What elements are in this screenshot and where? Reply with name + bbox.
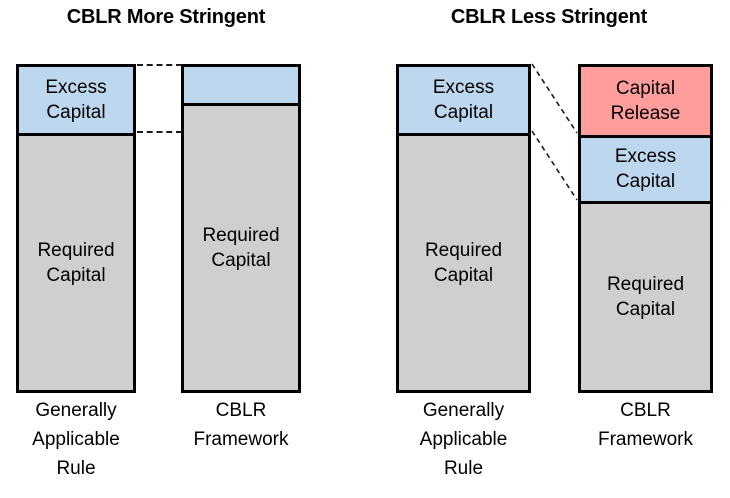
connector-excess-boundary-tie-line-more-stringent — [137, 131, 182, 133]
connector-group-less-stringent — [531, 63, 578, 201]
caption-cblr-framework-more-stringent: CBLR Framework — [193, 400, 289, 450]
segment-excess-capital: Excess Capital — [399, 67, 528, 133]
caption-generally-applicable-rule-less-stringent: Generally Applicable Rule — [419, 400, 508, 479]
panel-title-more-stringent: CBLR More Stringent — [66, 6, 266, 28]
segment-excess-capital: Excess Capital — [19, 67, 133, 133]
segment-excess-capital — [184, 67, 298, 103]
segment-label-required-capital: Required Capital — [606, 273, 685, 320]
segment-capital-release: Capital Release — [581, 67, 710, 135]
caption-generally-applicable-rule-more-stringent: Generally Applicable Rule — [32, 400, 120, 479]
caption-cblr-framework-less-stringent: CBLR Framework — [597, 400, 693, 450]
connector-top-tie-line-more-stringent — [137, 64, 182, 66]
segment-required-capital: Required Capital — [184, 102, 298, 390]
bar-cblr-framework-more-stringent: Required Capital — [181, 64, 301, 393]
segment-label-required-capital: Required Capital — [424, 239, 503, 286]
segment-label-required-capital: Required Capital — [37, 239, 115, 286]
segment-label-required-capital: Required Capital — [202, 224, 280, 271]
segment-excess-capital: Excess Capital — [581, 134, 710, 201]
segment-label-excess-capital: Excess Capital — [45, 76, 107, 123]
segment-label-capital-release: Capital Release — [610, 77, 681, 124]
connector-top-tie-line-less-stringent — [531, 63, 578, 134]
connector-excess-boundary-tie-line-less-stringent — [531, 130, 578, 201]
bar-cblr-framework-less-stringent: Capital Release Excess Capital Required … — [578, 64, 713, 393]
bar-generally-applicable-rule-less-stringent: Excess Capital Required Capital — [396, 64, 531, 393]
segment-label-excess-capital: Excess Capital — [614, 146, 677, 193]
segment-required-capital: Required Capital — [19, 132, 133, 390]
panel-title-less-stringent: CBLR Less Stringent — [450, 6, 648, 28]
bar-generally-applicable-rule-more-stringent: Excess Capital Required Capital — [16, 64, 136, 393]
segment-label-excess-capital: Excess Capital — [432, 76, 495, 123]
segment-required-capital: Required Capital — [581, 200, 710, 390]
segment-required-capital: Required Capital — [399, 132, 528, 390]
